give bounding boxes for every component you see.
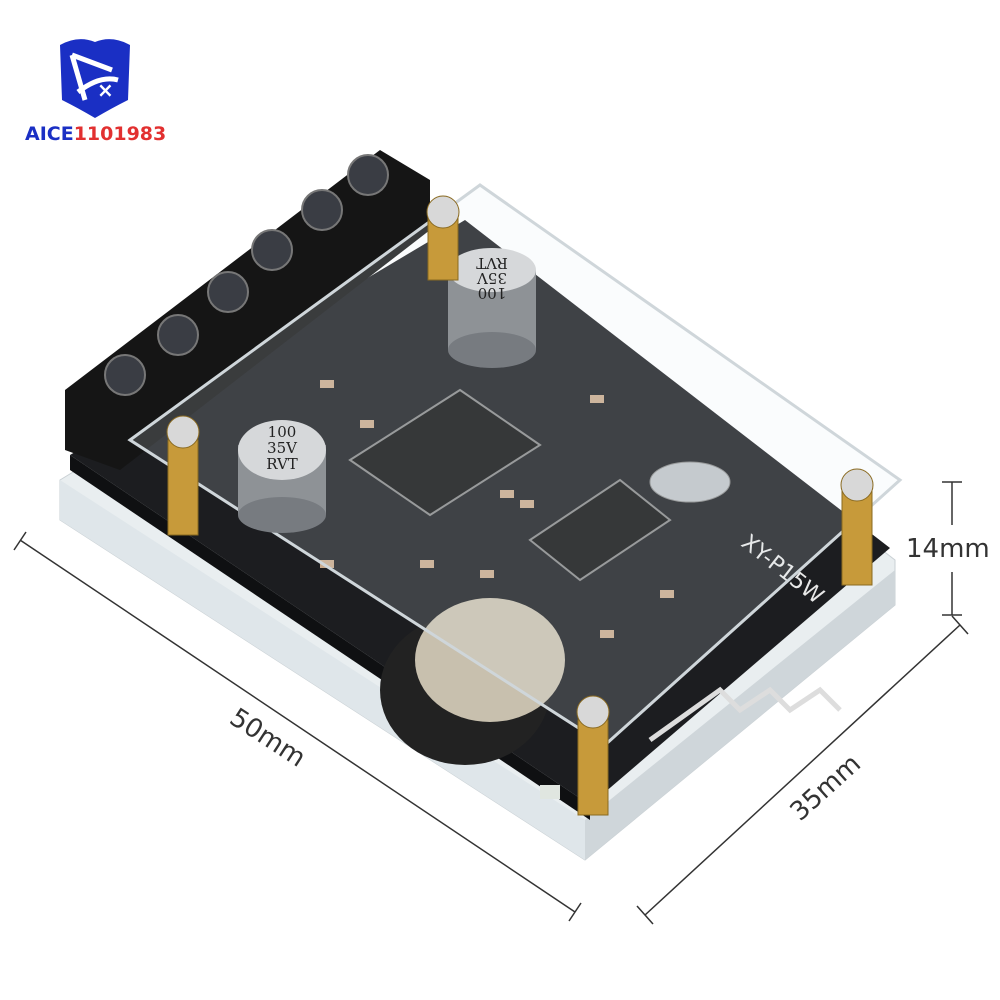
capacitor-2: 100 35V RVT (238, 420, 326, 533)
pcb-board: XY-P15W (70, 220, 890, 820)
svg-text:RVT: RVT (476, 254, 508, 272)
bluetooth-chip (528, 478, 672, 582)
capacitor-1: 100 35V RVT (448, 248, 536, 368)
brass-standoffs (166, 195, 874, 816)
width-label: 35mm (785, 749, 867, 827)
brand-logo: × AICE1101983 (25, 39, 166, 145)
amplifier-chip (348, 388, 542, 517)
capacitor-2-series: RVT (266, 455, 298, 473)
terminal-block (65, 150, 430, 470)
capacitor-2-value: 100 (268, 423, 297, 441)
length-label: 50mm (224, 703, 311, 774)
led (540, 785, 560, 799)
dimension-lines (13, 481, 969, 925)
crystal-oscillator (649, 461, 731, 503)
svg-text:35V: 35V (476, 269, 507, 287)
acrylic-top-plate (127, 183, 903, 747)
capacitor-2-voltage: 35V (267, 439, 298, 457)
height-label: 14mm (906, 534, 990, 564)
svg-text:100: 100 (478, 284, 507, 302)
antenna-trace (648, 686, 842, 743)
svg-text:×: × (97, 78, 114, 102)
svg-text:AICE1101983: AICE1101983 (25, 123, 166, 145)
knob-cover (415, 598, 565, 722)
smd-components (320, 380, 674, 638)
